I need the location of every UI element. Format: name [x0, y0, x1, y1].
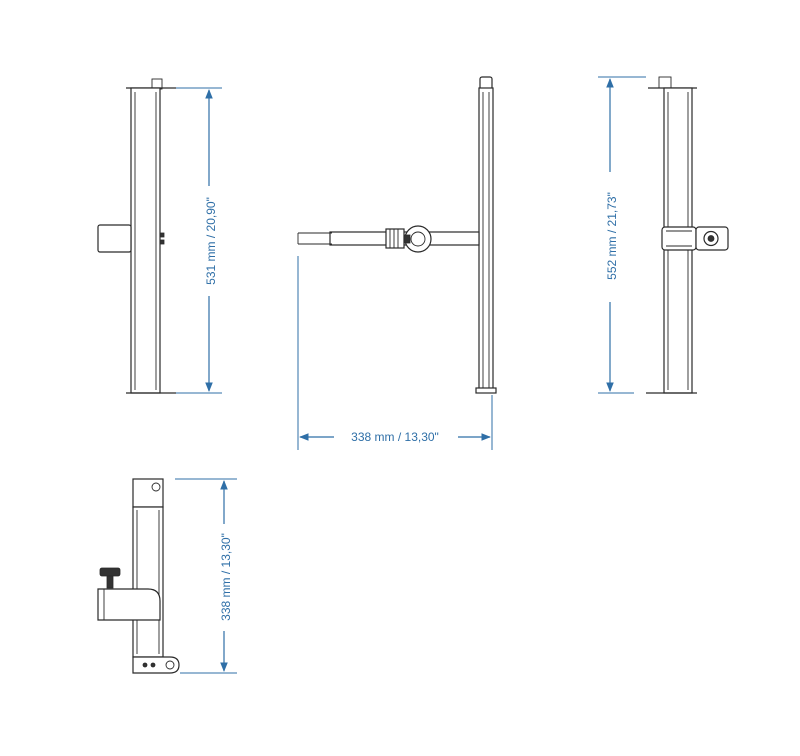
side-width-label: 338 mm / 13,30"	[351, 430, 439, 444]
front-view	[97, 78, 176, 394]
side-view-bar	[478, 87, 494, 393]
bottom-view-clamp	[97, 588, 161, 621]
rear-view-top-tab	[658, 76, 672, 89]
bottom-view-top-hole	[151, 482, 161, 492]
bottom-view-bracket	[132, 656, 180, 674]
side-width-dimension: 338 mm / 13,30"	[297, 256, 493, 450]
side-view-connector	[385, 228, 405, 249]
rear-height-label: 552 mm / 21,73"	[605, 192, 619, 280]
bottom-view-knob	[99, 567, 121, 577]
bottom-view	[97, 478, 180, 674]
front-height-dimension: 531 mm / 20,90"	[176, 87, 222, 394]
bottom-height-dimension: 338 mm / 13,30"	[175, 478, 237, 674]
bottom-view-top-block	[132, 478, 164, 508]
rear-view	[646, 76, 729, 394]
rear-height-dimension: 552 mm / 21,73"	[598, 76, 646, 394]
bottom-height-label: 338 mm / 13,30"	[219, 533, 233, 621]
front-view-clamp	[97, 224, 132, 253]
side-view	[297, 76, 497, 394]
rear-view-clamp	[661, 226, 697, 251]
bottom-view-bar	[132, 506, 164, 658]
side-view-foot	[475, 387, 497, 394]
front-height-label: 531 mm / 20,90"	[204, 197, 218, 285]
